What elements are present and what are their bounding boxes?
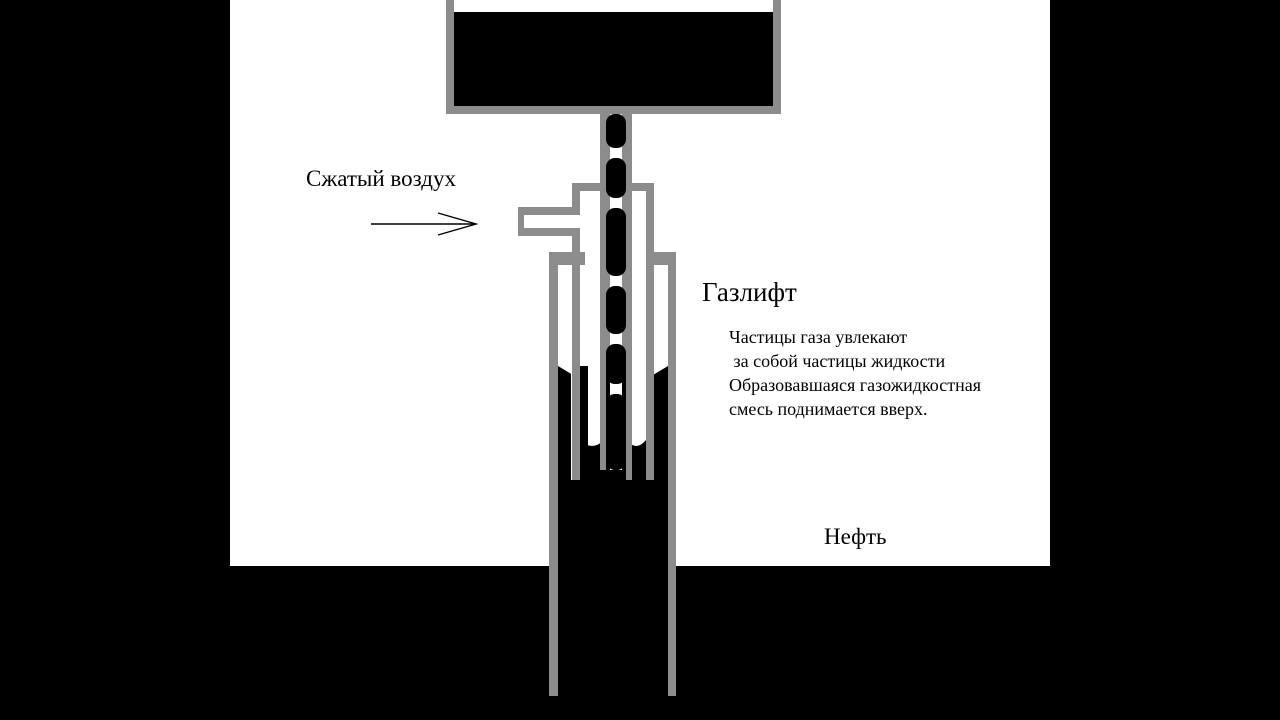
right-arrow-icon (371, 212, 479, 236)
tank-liquid (454, 0, 773, 106)
description-line: Частицы газа увлекают (729, 327, 908, 347)
lift-tube-wall-left (600, 114, 606, 470)
oil-label: Нефть (824, 524, 887, 549)
compressed-air-label: Сжатый воздух (306, 166, 456, 191)
air-inlet-channel (524, 215, 580, 228)
description-line: смесь поднимается вверх. (729, 399, 928, 419)
description-line: за собой частицы жидкости (729, 351, 946, 371)
description-line: Образовавшаяся газожидкостная (729, 375, 981, 395)
description-text: Частицы газа увлекают за собой частицы ж… (729, 325, 981, 421)
lift-tube-wall-right (626, 114, 632, 480)
diagram-title: Газлифт (702, 277, 797, 307)
liquid-slugs (606, 114, 626, 470)
air-injection-head (518, 183, 654, 520)
tank-air-gap (454, 0, 773, 12)
